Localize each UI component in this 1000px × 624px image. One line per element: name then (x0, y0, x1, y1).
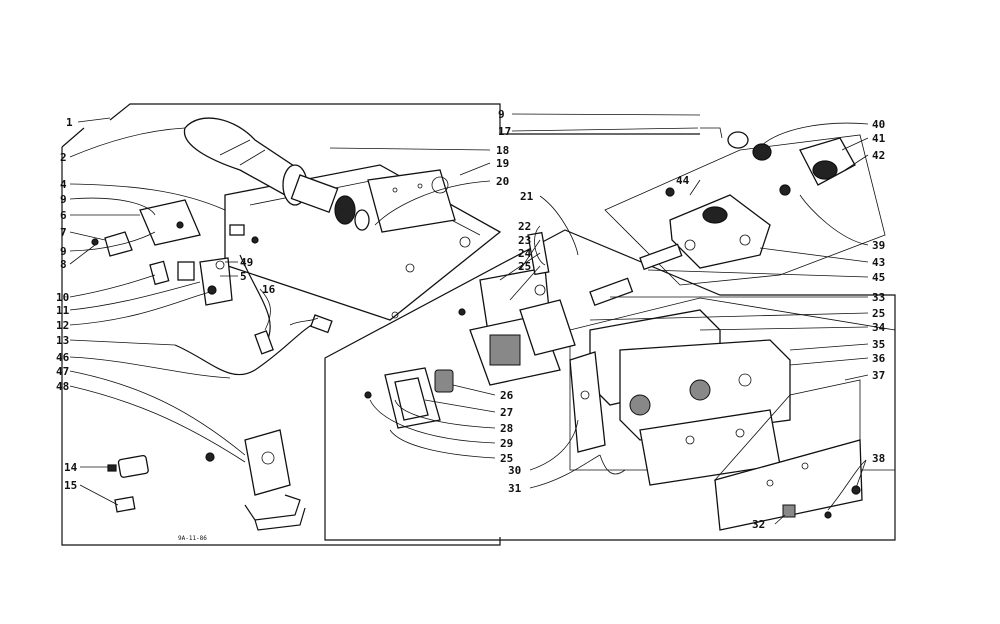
callout-7: 7 (60, 226, 67, 239)
callout-33: 33 (872, 291, 885, 304)
callout-28: 28 (500, 422, 513, 435)
callout-5: 5 (240, 270, 247, 283)
callout-20: 20 (496, 175, 509, 188)
callout-15: 15 (64, 479, 77, 492)
callout-labels: 1 2 4 9 6 7 8 9 10 11 12 13 46 47 48 14 … (56, 108, 886, 542)
thermocouple-wire (174, 254, 333, 376)
callout-8: 8 (60, 258, 67, 271)
callout-11: 11 (56, 304, 70, 317)
leader-lines (69, 113, 869, 525)
callout-10: 10 (56, 291, 69, 304)
gasket-parts (364, 367, 454, 429)
callout-24: 24 (518, 247, 532, 260)
callout-43: 43 (872, 256, 885, 269)
callout-45: 45 (872, 271, 885, 284)
callout-30: 30 (508, 464, 521, 477)
valve-fittings (700, 127, 856, 196)
part-14 (107, 454, 149, 478)
callout-29: 29 (500, 437, 513, 450)
switch-assembly-48 (205, 429, 306, 531)
group-outline-right (324, 229, 896, 541)
callout-12: 12 (56, 319, 69, 332)
callout-27: 27 (500, 406, 513, 419)
callout-25: 25 (872, 307, 885, 320)
callout-40: 40 (872, 118, 885, 131)
callout-49: 49 (240, 256, 253, 269)
heat-exchanger (589, 309, 863, 531)
callout-21: 21 (520, 190, 534, 203)
callout-44: 44 (676, 174, 690, 187)
callout-35: 35 (872, 338, 885, 351)
callout-26: 26 (500, 389, 514, 402)
callout-39: 39 (872, 239, 885, 252)
callout-1: 1 (66, 116, 73, 129)
callout-2: 2 (60, 151, 67, 164)
callout-31: 31 (508, 482, 522, 495)
callout-13: 13 (56, 334, 69, 347)
callout-18: 18 (496, 144, 509, 157)
left-components (91, 199, 259, 306)
callout-23: 23 (518, 234, 531, 247)
callout-17: 17 (498, 125, 511, 138)
callout-32: 32 (752, 518, 765, 531)
part-15 (114, 496, 136, 513)
callout-47: 47 (56, 365, 69, 378)
callout-6: 6 (60, 209, 67, 222)
callout-41: 41 (872, 132, 886, 145)
front-plate (569, 351, 626, 475)
callout-37: 37 (872, 369, 885, 382)
callout-46: 46 (56, 351, 70, 364)
group-outline-left (61, 103, 700, 546)
callout-34: 34 (872, 321, 886, 334)
pipe-45 (589, 243, 683, 306)
callout-16: 16 (262, 283, 276, 296)
callout-19: 19 (496, 157, 509, 170)
callout-42: 42 (872, 149, 885, 162)
callout-38: 38 (872, 452, 885, 465)
callout-25: 25 (518, 260, 531, 273)
callout-9: 9 (60, 193, 67, 206)
callout-36: 36 (872, 352, 886, 365)
callout-48: 48 (56, 380, 69, 393)
bracket-assembly (458, 231, 576, 386)
callout-14: 14 (64, 461, 78, 474)
burner-tube (183, 117, 370, 231)
callout-9: 9 (60, 245, 67, 258)
callout-9: 9 (498, 108, 505, 121)
callout-22: 22 (518, 220, 531, 233)
callout-4: 4 (60, 178, 67, 191)
group-outline-gas-valve (604, 134, 886, 286)
gas-valve (665, 187, 771, 269)
callout-25: 25 (500, 452, 513, 465)
drawing-code: 9A-11-86 (178, 535, 207, 542)
